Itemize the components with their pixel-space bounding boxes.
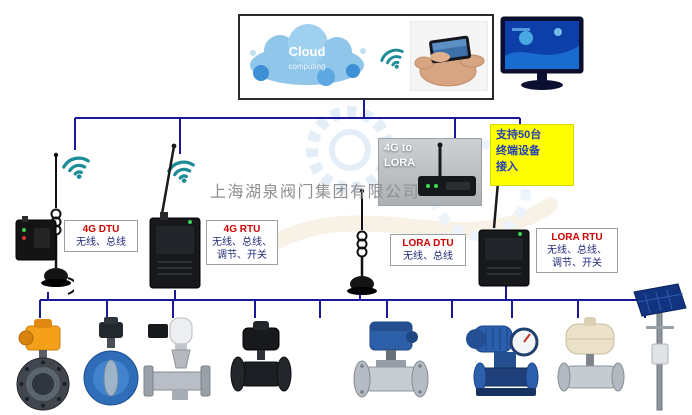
butterfly-valve-blue — [83, 317, 139, 406]
antenna-icon-4g-rtu — [160, 143, 177, 215]
wifi-icon-cloud — [380, 48, 404, 69]
cloud-icon: Cloud computing — [250, 24, 366, 86]
label-line: 无线、总线 — [403, 251, 453, 262]
gateway-label-line1: 4G to — [384, 142, 413, 154]
phone-in-hand-image — [410, 21, 488, 91]
gateway-router-image: 4G to LORA — [378, 138, 482, 206]
wifi-icon-1 — [62, 156, 90, 180]
dtu-box-4g — [15, 216, 57, 261]
monitor-image — [500, 16, 584, 90]
device-label-4g-rtu: 4G RTU 无线、总线、 调节、开关 — [206, 220, 278, 265]
label-line: 无线、总线 — [76, 237, 126, 248]
label-line: 调节、开关 — [552, 258, 602, 269]
label-title: LORA DTU — [402, 238, 454, 249]
label-line: 无线、总线、 — [212, 237, 272, 248]
electric-ball-valve-cream — [557, 317, 625, 392]
ball-valve-black — [230, 321, 292, 392]
cloud-platform-box: Cloud computing — [238, 14, 494, 100]
electric-butterfly-valve-orange — [16, 319, 70, 411]
label-title: 4G DTU — [82, 224, 120, 235]
device-label-lora-rtu: LORA RTU 无线、总线、 调节、开关 — [536, 228, 618, 273]
gateway-label-line2: LORA — [384, 156, 416, 169]
note-line: 支持50台 — [496, 129, 542, 141]
solar-power-pole — [633, 283, 687, 411]
note-box: 支持50台 终端设备 接入 — [490, 124, 574, 186]
electric-ball-valve-blue — [353, 321, 429, 398]
label-title: LORA RTU — [551, 232, 603, 243]
device-label-4g-dtu: 4G DTU 无线、总线 — [64, 220, 138, 252]
pneumatic-control-valve — [143, 317, 211, 400]
cloud-title: Cloud — [289, 44, 326, 59]
gateway-label: 4G to LORA — [384, 141, 415, 171]
rtu-box-4g — [149, 212, 201, 289]
label-line: 调节、开关 — [217, 250, 267, 261]
rtu-box-lora — [478, 229, 530, 287]
antenna-icon-lora-dtu — [347, 188, 377, 295]
electric-actuator-with-gauge-blue — [466, 325, 539, 396]
label-title: 4G RTU — [223, 224, 261, 235]
note-line: 终端设备 — [496, 144, 540, 157]
note-line: 接入 — [496, 160, 518, 173]
device-label-lora-dtu: LORA DTU 无线、总线 — [390, 234, 466, 266]
gateway-router-drawing — [418, 142, 476, 196]
cloud-subtitle: computing — [289, 62, 326, 71]
label-line: 无线、总线、 — [547, 245, 607, 256]
